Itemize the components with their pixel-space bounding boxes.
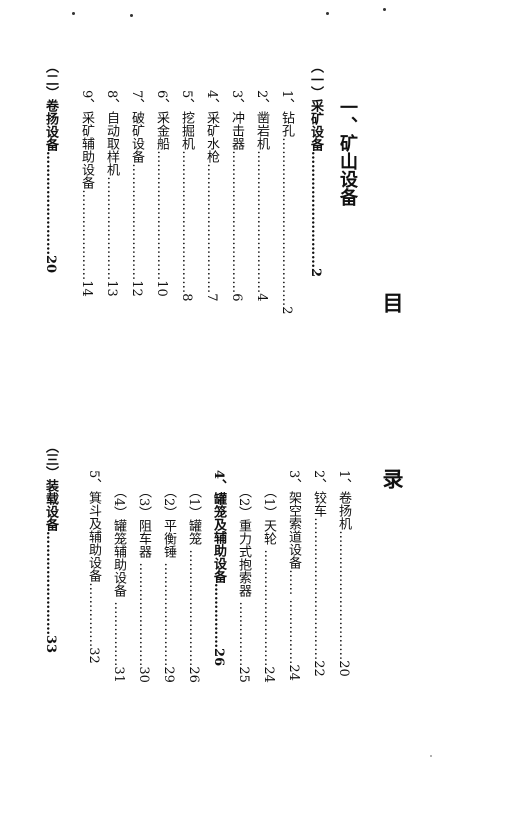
toc-entry: 2、铰车……………………………22 bbox=[311, 470, 326, 677]
toc-entry: 3、冲击器……………………………6 bbox=[229, 90, 244, 302]
toc-entry: 7、破矿设备………………………12 bbox=[129, 90, 144, 297]
toc-entry: （一）采矿设备………………………2 bbox=[308, 60, 323, 278]
toc-entry: （二）卷扬设备……………………20 bbox=[43, 60, 58, 274]
toc-title-right: 录 bbox=[380, 468, 405, 489]
toc-entry: （3）阻车器 ……………………30 bbox=[136, 485, 151, 683]
toc-entry: 5、箕斗及辅助设备……………32 bbox=[86, 470, 101, 664]
toc-entry: 2、凿岩机……………………………4 bbox=[254, 90, 269, 302]
scan-speck bbox=[130, 14, 133, 17]
scan-speck bbox=[326, 12, 329, 15]
toc-entry: （1）罐笼 ………………………26 bbox=[186, 485, 201, 683]
toc-entry: 1、卷扬机…………………………20 bbox=[336, 470, 351, 677]
toc-entry: 8、自动取样机……………………13 bbox=[104, 90, 119, 297]
toc-entry: 9、采矿辅助设备…………………14 bbox=[79, 90, 94, 297]
toc-entry: 6、采金船…………………………10 bbox=[154, 90, 169, 297]
toc-entry: （4）罐笼辅助设备 ……………31 bbox=[111, 485, 126, 683]
toc-entry: （2）平衡锤 ……………………29 bbox=[161, 485, 176, 683]
toc-entry: 3、架空索道设备…… ……………24 bbox=[286, 470, 301, 681]
toc-entry: （三）装载设备……………………33 bbox=[43, 440, 58, 654]
toc-entry: （2）重力式抱索器 ……………25 bbox=[236, 485, 251, 683]
toc-entry: （1）天轮 ………………………24 bbox=[261, 485, 276, 683]
toc-entry: 1、钻孔…………………………………2 bbox=[279, 90, 294, 315]
scan-speck bbox=[383, 8, 386, 11]
scan-speck bbox=[72, 12, 75, 15]
section-heading: 一、矿山设备 bbox=[337, 98, 358, 206]
toc-entry: 4、罐笼及辅助设备……………26 bbox=[211, 470, 226, 667]
toc-title-left: 目 bbox=[380, 292, 405, 313]
toc-entry: 5、挖掘机……………………………8 bbox=[179, 90, 194, 302]
scan-speck bbox=[430, 755, 432, 757]
toc-entry: 4、采矿水枪…………………………7 bbox=[204, 90, 219, 302]
